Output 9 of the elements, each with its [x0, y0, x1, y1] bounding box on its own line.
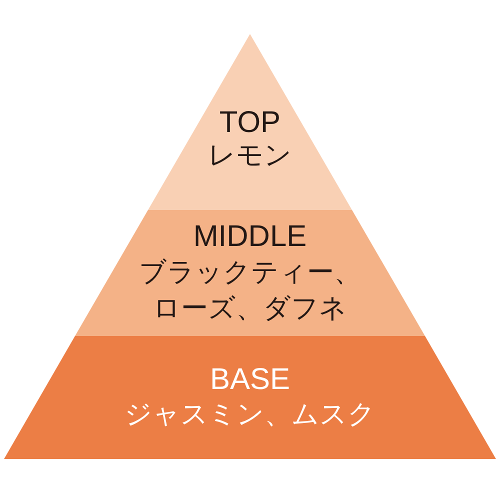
pyramid-layer: [148, 34, 352, 210]
layer-notes: ジャスミン、ムスク: [124, 398, 376, 431]
layer-heading: BASE: [210, 363, 290, 397]
layer-heading: TOP: [219, 107, 281, 139]
pyramid-layer: [4, 336, 496, 459]
layer-notes: ブラックティー、ローズ、ダフネ: [138, 256, 362, 325]
pyramid-layer: [75, 210, 425, 336]
layer-heading: MIDDLE: [193, 220, 307, 254]
layer-notes: レモン: [208, 139, 292, 171]
